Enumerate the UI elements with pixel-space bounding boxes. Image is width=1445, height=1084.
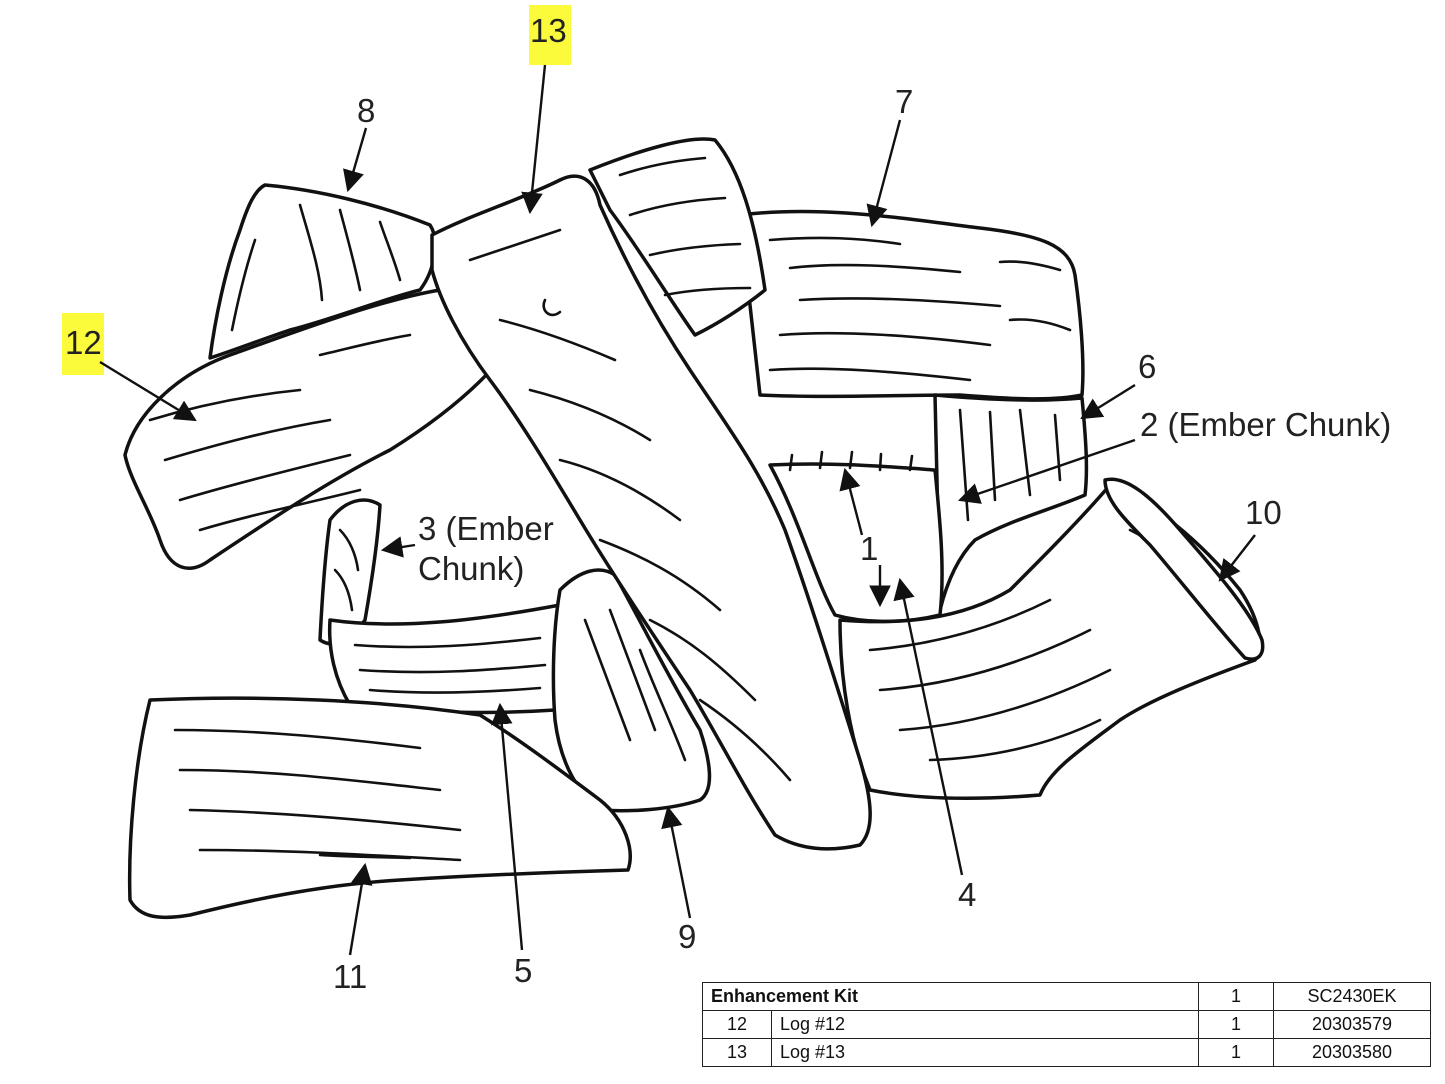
log-6	[933, 393, 1089, 612]
parts-table: Enhancement Kit 1 SC2430EK 12 Log #12 1 …	[702, 982, 1431, 1067]
row-name-cell: Log #13	[771, 1038, 1199, 1067]
callout-11: 11	[333, 958, 367, 995]
callout-12: 12	[65, 324, 102, 361]
callout-9: 9	[678, 918, 696, 955]
row-qty-cell: 1	[1198, 1010, 1274, 1039]
log-13-back	[588, 137, 767, 337]
callout-8: 8	[357, 92, 375, 129]
row-number-cell: 13	[702, 1038, 772, 1067]
kit-part-number-cell: SC2430EK	[1273, 982, 1431, 1011]
callout-13-highlight	[529, 5, 571, 65]
callout-1: 1	[860, 530, 878, 567]
leader-lines	[99, 64, 1256, 956]
row-number-cell: 12	[702, 1010, 772, 1039]
callout-3-line1: 3 (Ember	[418, 510, 554, 547]
kit-qty-cell: 1	[1198, 982, 1274, 1011]
table-row: 13 Log #13 1 20303580	[702, 1038, 1431, 1067]
callout-5: 5	[514, 952, 532, 989]
table-row: Enhancement Kit 1 SC2430EK	[702, 982, 1431, 1011]
row-name-cell: Log #12	[771, 1010, 1199, 1039]
table-row: 12 Log #12 1 20303579	[702, 1010, 1431, 1039]
callout-10: 10	[1245, 494, 1282, 531]
callout-2: 2 (Ember Chunk)	[1140, 406, 1391, 443]
callout-4: 4	[958, 876, 976, 913]
log-13	[430, 174, 872, 851]
callout-13: 13	[530, 12, 567, 49]
row-part-number-cell: 20303580	[1273, 1038, 1431, 1067]
callout-6: 6	[1138, 348, 1156, 385]
log-7	[738, 209, 1085, 401]
row-qty-cell: 1	[1198, 1038, 1274, 1067]
log-12	[123, 288, 502, 570]
callout-12-highlight	[62, 313, 104, 375]
log-8	[208, 183, 437, 360]
kit-name-cell: Enhancement Kit	[702, 982, 1199, 1011]
row-part-number-cell: 20303579	[1273, 1010, 1431, 1039]
callout-3-line2: Chunk)	[418, 550, 524, 587]
callout-7: 7	[895, 83, 913, 120]
log-10	[1103, 477, 1265, 661]
log-3	[318, 498, 382, 646]
